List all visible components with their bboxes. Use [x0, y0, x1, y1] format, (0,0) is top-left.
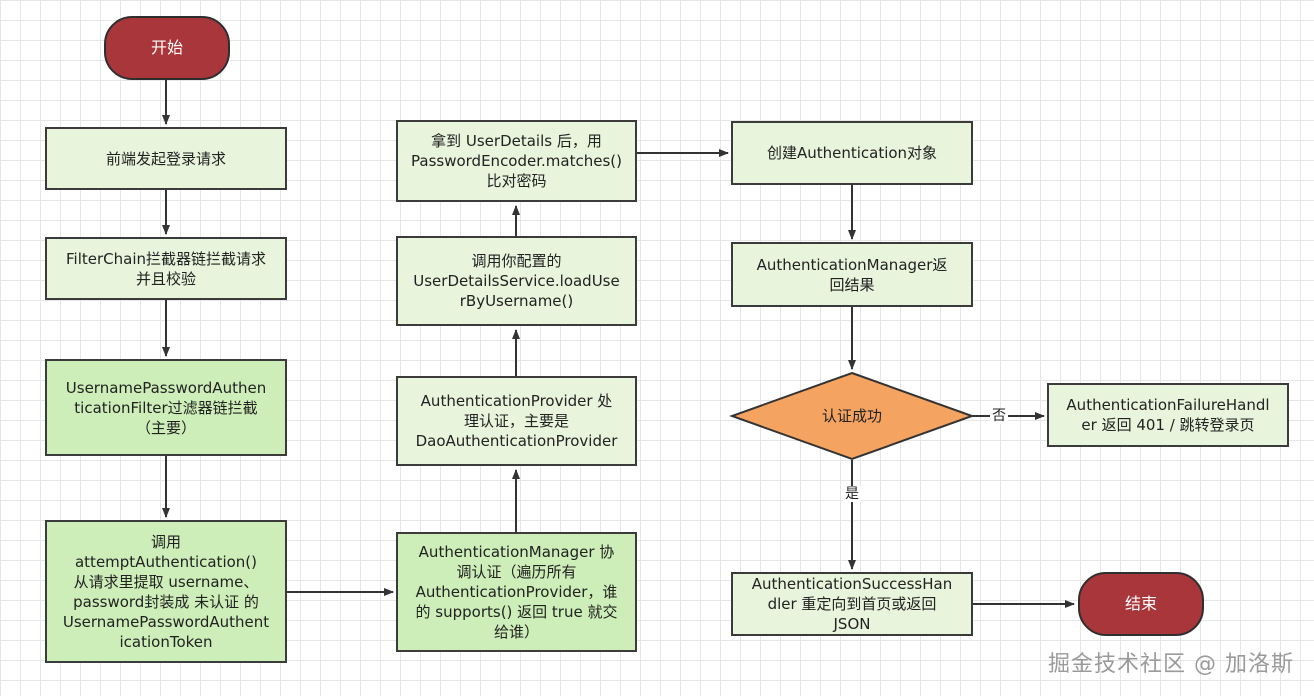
start-node: 开始 [104, 16, 230, 80]
edge-label-yes: 是 [843, 486, 861, 502]
frontend-login-step: 前端发起登录请求 [45, 127, 287, 190]
manager-return-step: AuthenticationManager返 回结果 [731, 242, 973, 307]
watermark: 掘金技术社区 @ 加洛斯 [1048, 652, 1294, 677]
create-authentication-step: 创建Authentication对象 [731, 121, 973, 185]
authentication-manager-step: AuthenticationManager 协 调认证（遍历所有 Authent… [396, 532, 637, 652]
attempt-authentication-step: 调用 attemptAuthentication() 从请求里提取 userna… [45, 520, 287, 663]
load-user-step: 调用你配置的 UserDetailsService.loadUse rByUse… [396, 236, 637, 326]
password-match-step: 拿到 UserDetails 后，用 PasswordEncoder.match… [396, 120, 637, 202]
decision-diamond-shape [729, 371, 975, 461]
failure-handler-step: AuthenticationFailureHandl er 返回 401 / 跳… [1047, 383, 1289, 447]
edge-label-no: 否 [990, 408, 1008, 424]
authentication-provider-step: AuthenticationProvider 处 理认证，主要是 DaoAuth… [396, 376, 637, 466]
end-node: 结束 [1078, 572, 1204, 636]
success-handler-step: AuthenticationSuccessHan dler 重定向到首页或返回 … [731, 572, 973, 636]
decision-label: 认证成功 [821, 407, 882, 425]
upa-filter-step: UsernamePasswordAuthen ticationFilter过滤器… [45, 359, 287, 456]
filter-chain-step: FilterChain拦截器链拦截请求 并且校验 [45, 237, 287, 300]
